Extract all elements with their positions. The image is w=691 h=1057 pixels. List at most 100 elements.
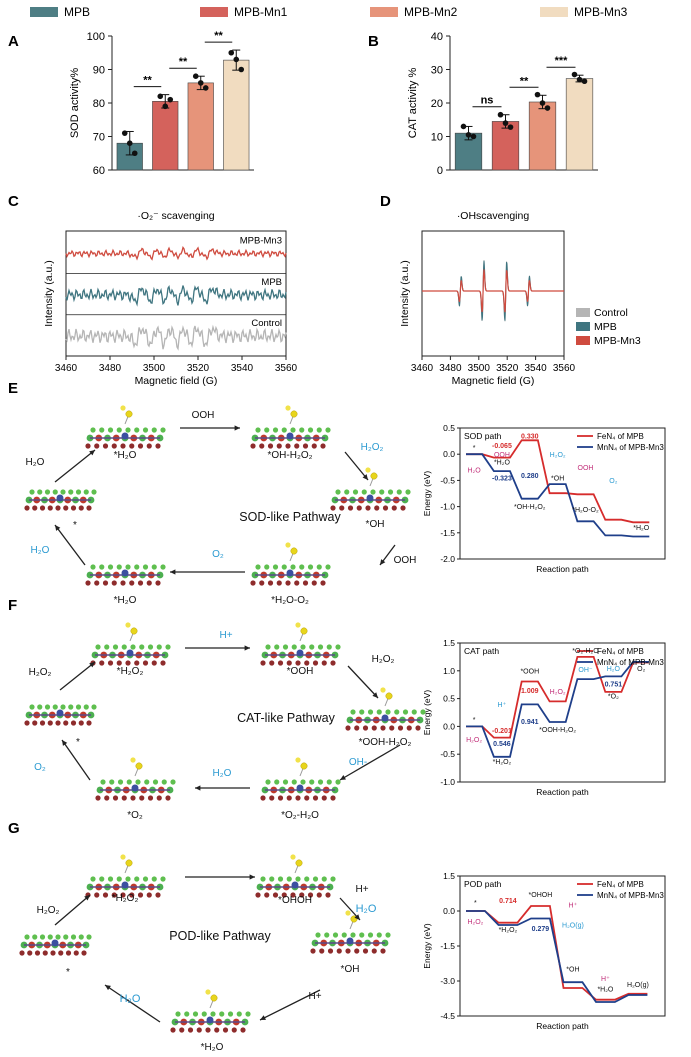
y-tick-label: 60 (93, 165, 105, 177)
top-legend: MPB MPB-Mn1 MPB-Mn2 MPB-Mn3 (30, 5, 628, 19)
atom (339, 505, 345, 511)
atom (210, 1011, 216, 1017)
epr-trace-mpb (65, 285, 287, 307)
atom (75, 704, 82, 710)
pathway-label: H₂O₂ (37, 905, 60, 916)
atom (201, 1011, 207, 1017)
atom (316, 564, 322, 570)
atom (179, 1027, 185, 1033)
reaction-arrow-icon (339, 744, 401, 781)
step-label: -0.201 (492, 728, 512, 735)
legend-label-mpb-mn3: MPB-Mn3 (574, 5, 628, 19)
adsorbate-atom (130, 627, 138, 635)
y-tick-label: 1.5 (443, 638, 455, 648)
x-tick-label: 3520 (496, 363, 519, 374)
atom (245, 1011, 251, 1017)
step-label: *OHOH (529, 892, 553, 899)
metal-atom (346, 937, 354, 945)
adsorbate-atom (290, 854, 296, 860)
atom (260, 876, 266, 882)
atom (116, 427, 122, 433)
atom (281, 892, 287, 898)
panel-label-d: D (380, 193, 391, 210)
data-point (121, 130, 128, 136)
reaction-arrow-icon (54, 524, 86, 566)
data-point (507, 124, 514, 130)
legend-swatch (576, 308, 590, 317)
legend-label: MnN₄ of MPB-Mn3 (597, 443, 664, 452)
atom (380, 725, 386, 731)
legend-label: FeN₄ of MPB (597, 432, 644, 441)
reaction-arrow-icon (59, 661, 96, 691)
step-label: -0.065 (492, 443, 512, 450)
atom (73, 950, 79, 956)
x-tick-label: 3560 (275, 363, 298, 374)
significance-label: ** (179, 56, 188, 68)
adsorbate-atom (290, 547, 298, 555)
reaction-arrow-icon (344, 451, 369, 481)
significance-label: ns (481, 95, 494, 107)
atom (135, 779, 141, 785)
bar-mpb-mn3 (223, 59, 250, 171)
atom (350, 932, 356, 938)
x-tick-label: 3460 (55, 363, 78, 374)
legend-swatch (576, 322, 590, 331)
atom (112, 644, 119, 650)
atom (125, 427, 131, 433)
pathway-label: *OHOH (278, 895, 312, 906)
y-tick-label: 0 (437, 165, 443, 177)
molecule-slab-icon (170, 1011, 251, 1033)
atom (304, 876, 310, 882)
atom (332, 932, 339, 938)
step-label: *H₂O (494, 460, 510, 467)
adsorbate-atom (135, 762, 143, 770)
y-axis-label: Intensity (a.u.) (43, 260, 55, 327)
atom (39, 720, 46, 726)
atom (142, 876, 149, 882)
step-label: *OOH (520, 669, 539, 676)
atom (312, 876, 319, 882)
atom (326, 644, 332, 650)
legend-label-mpb-mn2: MPB-Mn2 (404, 5, 458, 19)
step-label: * (473, 445, 476, 452)
atom (269, 876, 275, 882)
molecule-slab-icon (250, 564, 331, 586)
step-label: *OH (566, 967, 579, 974)
atom (187, 1027, 194, 1033)
step-label: H₂O(g) (562, 922, 584, 929)
atom (352, 489, 359, 495)
arrow-head (195, 785, 201, 791)
step-label: H₂O (467, 468, 481, 475)
y-tick-label: 30 (431, 65, 443, 77)
atom (109, 779, 115, 785)
data-point (576, 76, 583, 83)
data-point (465, 132, 472, 138)
atom (134, 564, 140, 570)
molecule-slab-icon (24, 704, 97, 726)
atom (151, 427, 157, 433)
step-label: *H₂O-O₂ (572, 507, 599, 514)
data-point (126, 140, 133, 146)
x-tick-label: 3500 (143, 363, 166, 374)
atom (325, 564, 331, 570)
atom (385, 709, 391, 715)
atom (29, 489, 35, 495)
atom (267, 443, 274, 449)
energy-profile-mnn4 (466, 453, 650, 538)
metal-atom (286, 569, 294, 577)
atom (192, 1011, 199, 1017)
molecule-slab-icon (95, 779, 176, 801)
metal-atom (206, 1016, 214, 1024)
metal-atom (56, 494, 64, 502)
pathway-label: *OH-H₂O₂ (268, 450, 313, 461)
step-label: H₂O₂ (550, 452, 566, 459)
atom (385, 932, 391, 938)
atom (222, 1027, 229, 1033)
atom (374, 505, 380, 511)
atom (142, 660, 149, 666)
atom (68, 704, 74, 710)
atom (370, 489, 376, 495)
y-tick-label: 100 (87, 31, 105, 43)
step-label: H₂O₂ (466, 737, 482, 744)
pathway-label: H₂O (213, 768, 232, 779)
